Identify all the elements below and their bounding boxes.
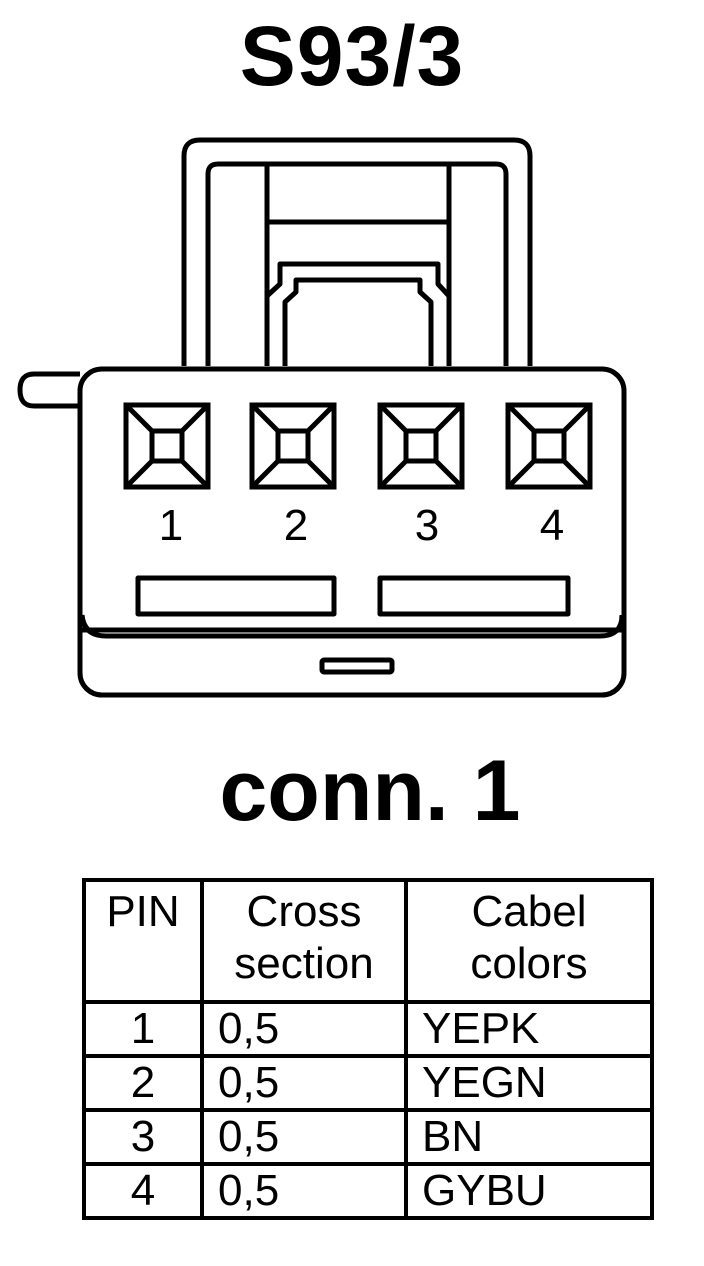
bottom-notch (319, 657, 395, 675)
cell-cable-color: GYBU (404, 1162, 654, 1220)
cell-cross-section: 0,5 (200, 1054, 408, 1112)
header-cross-line2: section (234, 939, 374, 988)
header-pin-text: PIN (106, 887, 180, 936)
table-row: 2 0,5 YEGN (82, 1054, 654, 1112)
connector-label: conn. 1 (219, 743, 521, 839)
table-header-row: PIN Cross section Cabel colors (82, 878, 654, 1004)
pin-cavity (505, 402, 593, 490)
cell-pin: 2 (82, 1054, 204, 1112)
connector-latch-inner (205, 161, 509, 366)
pin-cavity (123, 402, 211, 490)
cell-cable-color: YEPK (404, 1000, 654, 1058)
cell-cross-section: 0,5 (200, 1000, 408, 1058)
pin-number-label: 4 (540, 501, 564, 550)
table-row: 1 0,5 YEPK (82, 1000, 654, 1058)
keying-slot-right (377, 575, 571, 617)
header-colors-line1: Cabel (471, 887, 587, 936)
cell-cable-color: BN (404, 1108, 654, 1166)
connector-latch-outer (181, 137, 533, 366)
pin-number-label: 1 (159, 501, 183, 550)
cell-pin: 3 (82, 1108, 204, 1166)
cell-cross-section: 0,5 (200, 1108, 408, 1166)
header-colors-line2: colors (470, 939, 588, 988)
header-cross-line1: Cross (246, 887, 362, 936)
cell-cable-color: YEGN (404, 1054, 654, 1112)
latch-tongue-inner (282, 277, 434, 366)
pin-number-label: 2 (284, 501, 308, 550)
connector-body-lip (79, 614, 625, 639)
header-pin: PIN (82, 878, 204, 1004)
table-row: 4 0,5 GYBU (82, 1162, 654, 1220)
table-row: 3 0,5 BN (82, 1108, 654, 1166)
header-cable-colors: Cabel colors (404, 878, 654, 1004)
pin-cavity (377, 402, 465, 490)
diagram-title: S93/3 (239, 9, 465, 103)
pin-cavity (249, 402, 337, 490)
pin-table: PIN Cross section Cabel colors 1 0,5 YEP… (82, 878, 654, 1220)
cell-pin: 4 (82, 1162, 204, 1220)
connector-body (77, 366, 627, 698)
connector-drawing: 1 2 3 4 (17, 137, 627, 698)
keying-slot-left (135, 575, 337, 617)
pin-number-label: 3 (415, 501, 439, 550)
cell-cross-section: 0,5 (200, 1162, 408, 1220)
header-cross-section: Cross section (200, 878, 408, 1004)
connector-side-tab (17, 371, 80, 409)
latch-tongue (264, 261, 452, 366)
cell-pin: 1 (82, 1000, 204, 1058)
